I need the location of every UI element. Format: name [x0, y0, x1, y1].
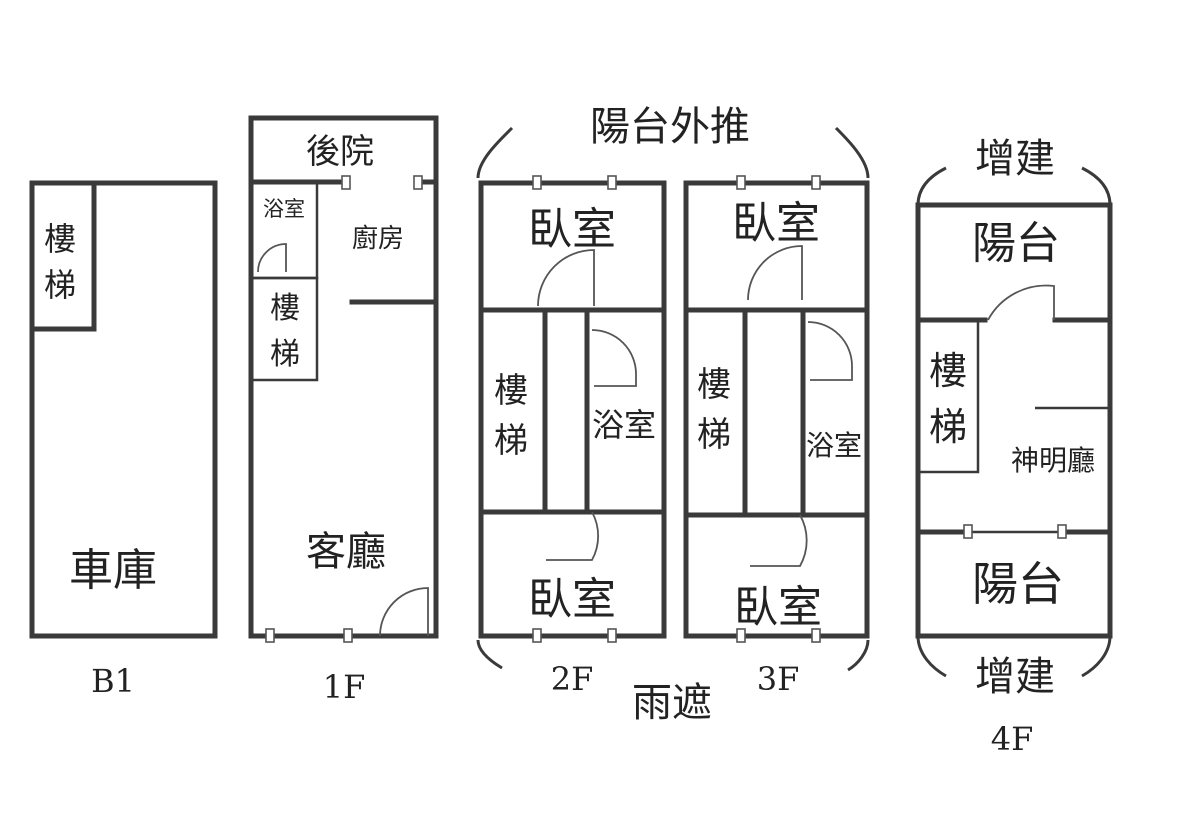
floor-3f: 臥室 樓 梯 浴室 臥室 3F — [683, 175, 870, 698]
balcony-extension-label: 陽台外推 — [590, 104, 750, 150]
2f-bath-door — [591, 329, 637, 387]
1f-living-label: 客廳 — [306, 529, 386, 575]
4f-stair-label-2: 梯 — [929, 405, 967, 449]
4f-extension-top-left-curve — [916, 166, 947, 206]
1f-backyard-label: 後院 — [306, 132, 374, 172]
4f-stair-label-1: 樓 — [929, 349, 967, 393]
4f-extension-top-label: 增建 — [975, 136, 1055, 182]
4f-stair-box — [916, 318, 980, 474]
balcony-extension-right-curve — [834, 126, 870, 179]
3f-stair-label-2: 梯 — [697, 415, 731, 455]
b1-stair-box — [29, 180, 97, 332]
2f-stair-label-1: 樓 — [494, 371, 528, 411]
2f-stair-label-2: 梯 — [494, 421, 528, 461]
1f-kitchen-label: 廚房 — [352, 224, 404, 254]
2f-bath-label: 浴室 — [592, 406, 656, 444]
floor-2f: 臥室 樓 梯 浴室 臥室 2F — [478, 175, 667, 698]
4f-extension-top-right-curve — [1081, 166, 1112, 206]
3f-bath-door — [807, 321, 853, 381]
b1-garage-label: 車庫 — [69, 545, 157, 596]
4f-shrine-label: 神明廳 — [1011, 444, 1095, 477]
balcony-extension-left-curve — [476, 126, 514, 179]
2f-bedroom-back-label: 臥室 — [528, 204, 616, 255]
floor-4f: 陽台 樓 梯 神明廳 陽台 增建 增建 4F — [915, 136, 1113, 758]
4f-balcony-back-label: 陽台 — [972, 218, 1060, 269]
3f-bedroom-front-label: 臥室 — [734, 582, 822, 633]
4f-balcony-front-label: 陽台 — [972, 557, 1064, 611]
3f-bath-label: 浴室 — [806, 429, 862, 462]
4f-balcony-door — [987, 284, 1055, 321]
2f-floor-label: 2F — [551, 660, 594, 698]
1f-bath-door — [257, 243, 287, 273]
floor-1f: 後院 浴室 廚房 樓 梯 客廳 1F — [248, 115, 439, 706]
4f-extension-bottom-right-curve — [1081, 635, 1112, 678]
3f-floor-label: 3F — [757, 660, 800, 698]
2f-bedroom-back-door — [537, 249, 595, 307]
awning-left-curve — [476, 639, 503, 670]
3f-outline — [683, 180, 870, 639]
1f-stair-box — [249, 276, 319, 382]
1f-floor-label: 1F — [323, 668, 366, 706]
awning-right-curve — [847, 639, 870, 672]
4f-extension-bottom-label: 增建 — [975, 654, 1055, 700]
awning-label: 雨遮 — [632, 680, 712, 726]
b1-outline — [29, 180, 218, 639]
floor-b1: 樓 梯 車庫 B1 — [29, 180, 218, 700]
3f-bedroom-back-label: 臥室 — [732, 198, 820, 249]
2f-bedroom-front-label: 臥室 — [528, 574, 616, 625]
3f-stair-label-1: 樓 — [697, 365, 731, 405]
1f-front-door — [379, 587, 429, 637]
b1-stair-label-1: 樓 — [44, 220, 76, 258]
b1-stair-label-2: 梯 — [44, 266, 76, 304]
b1-floor-label: B1 — [91, 662, 135, 700]
2f-bedroom-front-door — [546, 511, 599, 561]
4f-extension-bottom-left-curve — [916, 635, 947, 678]
1f-bath-label: 浴室 — [263, 197, 305, 221]
3f-bedroom-back-door — [747, 245, 803, 301]
1f-stair-label-2: 梯 — [270, 337, 300, 372]
1f-stair-label-1: 樓 — [270, 291, 300, 326]
3f-bedroom-front-door — [750, 514, 808, 567]
4f-floor-label: 4F — [991, 720, 1034, 758]
